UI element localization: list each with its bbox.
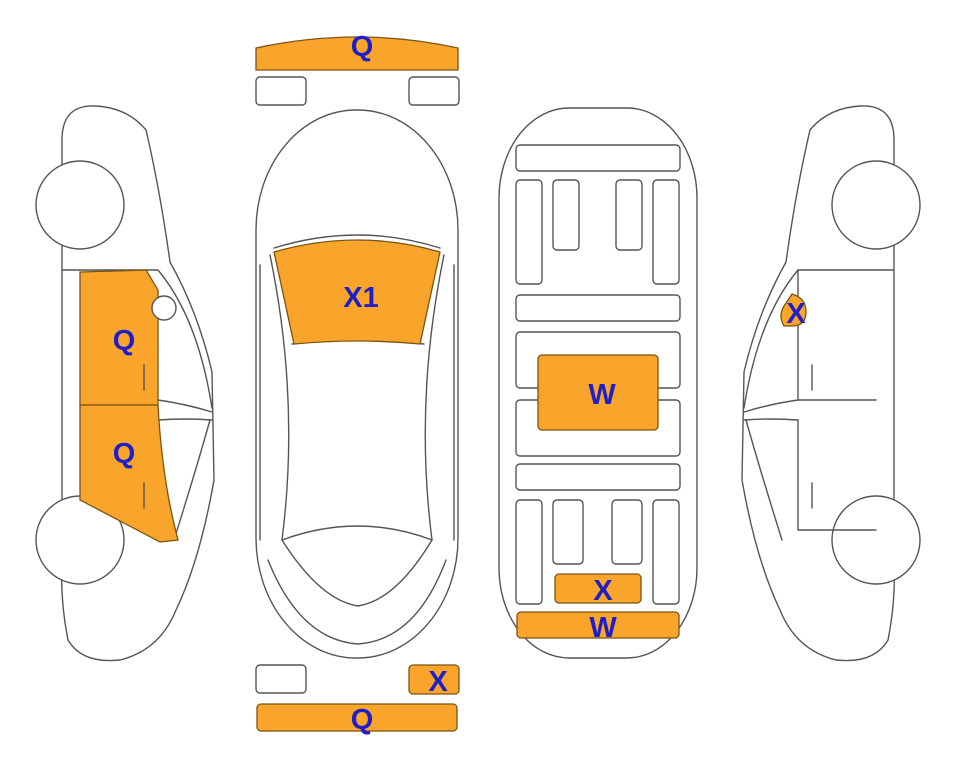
damage-rear-light-right[interactable] xyxy=(408,664,460,695)
right-front-wheel xyxy=(831,160,921,250)
damage-rear-bumper[interactable] xyxy=(256,703,458,732)
top-view-mirror-left xyxy=(255,76,307,106)
right-side-view xyxy=(741,105,921,662)
damage-left-front-door[interactable] xyxy=(79,269,159,406)
label-rear-bumper: Q xyxy=(351,704,374,736)
label-left-front-door: Q xyxy=(113,325,136,357)
label-front-bumper: Q xyxy=(351,31,374,63)
label-rear-light-right: X xyxy=(428,666,448,698)
left-front-wheel xyxy=(35,160,125,250)
damage-left-rear-door[interactable] xyxy=(79,404,179,543)
damage-underbody-rear-bar[interactable] xyxy=(516,611,680,639)
label-underbody-rear-small: X xyxy=(593,575,613,607)
label-roof-windshield: X1 xyxy=(343,282,378,314)
top-view xyxy=(255,76,460,694)
label-left-rear-door: Q xyxy=(113,438,136,470)
damage-areas xyxy=(79,36,807,732)
label-right-side: X xyxy=(786,298,806,330)
damage-front-bumper[interactable] xyxy=(255,36,459,71)
damage-roof-windshield[interactable] xyxy=(273,239,441,345)
damage-right-side[interactable] xyxy=(780,293,807,327)
damage-underbody-center[interactable] xyxy=(537,354,659,431)
label-underbody-rear-bar: W xyxy=(589,612,617,644)
top-view-mirror-right xyxy=(408,76,460,106)
damage-labels: Q X1 Q Q W X W X X Q xyxy=(113,31,807,736)
damage-underbody-rear-small[interactable] xyxy=(554,573,642,604)
label-underbody-center: W xyxy=(588,379,616,411)
top-view-body xyxy=(255,109,459,659)
top-view-mirror-rear-left xyxy=(255,664,307,694)
right-rear-wheel xyxy=(831,495,921,585)
left-side-door-handles xyxy=(143,295,177,509)
